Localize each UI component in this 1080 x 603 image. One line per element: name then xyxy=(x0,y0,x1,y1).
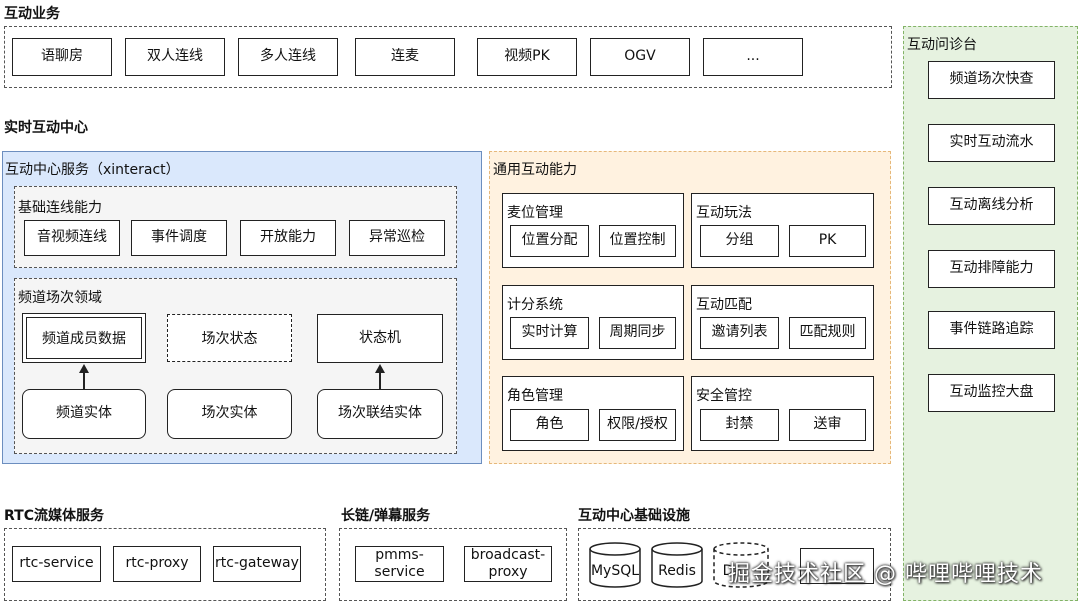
arrowhead-state-machine xyxy=(375,364,385,373)
rtc-gateway[interactable]: rtc-gateway xyxy=(213,546,301,582)
scoring-periodic-sync[interactable]: 周期同步 xyxy=(599,317,676,349)
matching-rules[interactable]: 匹配规则 xyxy=(789,317,866,349)
arrow-channel-entity-to-member-data xyxy=(83,372,85,390)
infra-section xyxy=(578,528,891,601)
diag-monitor-dashboard[interactable]: 互动监控大盘 xyxy=(928,374,1055,412)
rtc-section-title: RTC流媒体服务 xyxy=(4,508,104,524)
matching-invite-list[interactable]: 邀请列表 xyxy=(700,317,779,349)
arrow-link-entity-to-state-machine xyxy=(379,372,381,390)
center-section-title: 实时互动中心 xyxy=(4,120,88,136)
databus-database-icon[interactable]: Da xyxy=(712,541,770,589)
business-section xyxy=(4,26,892,88)
channel-domain-group-title: 频道场次领域 xyxy=(18,290,102,306)
panel-interaction-gameplay-title: 互动玩法 xyxy=(696,205,752,221)
basic-link-group-title: 基础连线能力 xyxy=(18,200,102,216)
diag-troubleshooting[interactable]: 互动排障能力 xyxy=(928,250,1055,288)
redis-database-icon[interactable]: Redis xyxy=(650,541,704,589)
gameplay-grouping[interactable]: 分组 xyxy=(700,225,779,257)
rtc-section xyxy=(4,528,326,601)
gameplay-pk[interactable]: PK xyxy=(789,225,866,257)
panel-mic-management-title: 麦位管理 xyxy=(507,205,563,221)
state-machine[interactable]: 状态机 xyxy=(317,314,443,363)
business-item-voice-room[interactable]: 语聊房 xyxy=(12,38,112,76)
session-state[interactable]: 场次状态 xyxy=(167,314,292,362)
security-ban[interactable]: 封禁 xyxy=(700,409,779,441)
mic-position-allocation[interactable]: 位置分配 xyxy=(510,225,589,257)
broadcast-proxy[interactable]: broadcast-proxy xyxy=(464,546,552,582)
arrowhead-member-data xyxy=(79,364,89,373)
panel-interaction-matching-title: 互动匹配 xyxy=(696,297,752,313)
mysql-database-icon[interactable]: MySQL xyxy=(588,541,642,589)
panel-security-control-title: 安全管控 xyxy=(696,388,752,404)
diagnosis-region-title: 互动问诊台 xyxy=(907,37,977,53)
diag-realtime-flow[interactable]: 实时互动流水 xyxy=(928,124,1055,162)
mic-position-control[interactable]: 位置控制 xyxy=(599,225,676,257)
infra-section-title: 互动中心基础设施 xyxy=(578,508,690,524)
longlink-section xyxy=(339,528,567,601)
channel-member-data[interactable]: 频道成员数据 xyxy=(26,317,142,359)
pmms-service[interactable]: pmms-service xyxy=(355,546,444,582)
session-link-entity[interactable]: 场次联结实体 xyxy=(317,389,443,439)
channel-member-data-outer: 频道成员数据 xyxy=(22,313,146,363)
panel-scoring-system-title: 计分系统 xyxy=(507,297,563,313)
basic-item-event-dispatch[interactable]: 事件调度 xyxy=(131,220,227,256)
service-region-title: 互动中心服务（xinteract） xyxy=(5,162,180,178)
business-item-ogv[interactable]: OGV xyxy=(590,38,690,76)
business-item-multi-link[interactable]: 多人连线 xyxy=(238,38,338,76)
rtc-service[interactable]: rtc-service xyxy=(12,546,101,582)
basic-item-anomaly-inspection[interactable]: 异常巡检 xyxy=(349,220,445,256)
scoring-realtime-calc[interactable]: 实时计算 xyxy=(510,317,589,349)
redis-label: Redis xyxy=(658,563,696,579)
basic-item-av-link[interactable]: 音视频连线 xyxy=(24,220,120,256)
diag-event-trace[interactable]: 事件链路追踪 xyxy=(928,311,1055,349)
broadcast-proxy-label: broadcast-proxy xyxy=(470,546,546,581)
panel-role-management-title: 角色管理 xyxy=(507,388,563,404)
basic-item-open-capability[interactable]: 开放能力 xyxy=(240,220,336,256)
session-entity[interactable]: 场次实体 xyxy=(167,389,292,439)
security-review[interactable]: 送审 xyxy=(789,409,866,441)
channel-entity[interactable]: 频道实体 xyxy=(22,389,146,439)
business-item-more[interactable]: ... xyxy=(703,38,803,76)
watermark-text: 掘金技术社区 @ 哔哩哔哩技术 xyxy=(728,562,1043,587)
longlink-section-title: 长链/弹幕服务 xyxy=(341,508,431,524)
rtc-proxy[interactable]: rtc-proxy xyxy=(113,546,201,582)
mysql-label: MySQL xyxy=(590,563,640,579)
diag-channel-session-lookup[interactable]: 频道场次快查 xyxy=(928,61,1055,99)
infra-extra-box[interactable] xyxy=(800,548,874,584)
role-permission-auth[interactable]: 权限/授权 xyxy=(599,409,676,441)
pmms-service-label: pmms-service xyxy=(374,546,425,581)
business-item-duo-link[interactable]: 双人连线 xyxy=(125,38,225,76)
role-role[interactable]: 角色 xyxy=(510,409,589,441)
business-section-title: 互动业务 xyxy=(4,6,60,22)
business-item-video-pk[interactable]: 视频PK xyxy=(477,38,577,76)
business-item-co-mic[interactable]: 连麦 xyxy=(355,38,455,76)
common-capability-title: 通用互动能力 xyxy=(493,162,577,178)
diag-offline-analysis[interactable]: 互动离线分析 xyxy=(928,187,1055,225)
databus-label: Da xyxy=(722,563,742,579)
